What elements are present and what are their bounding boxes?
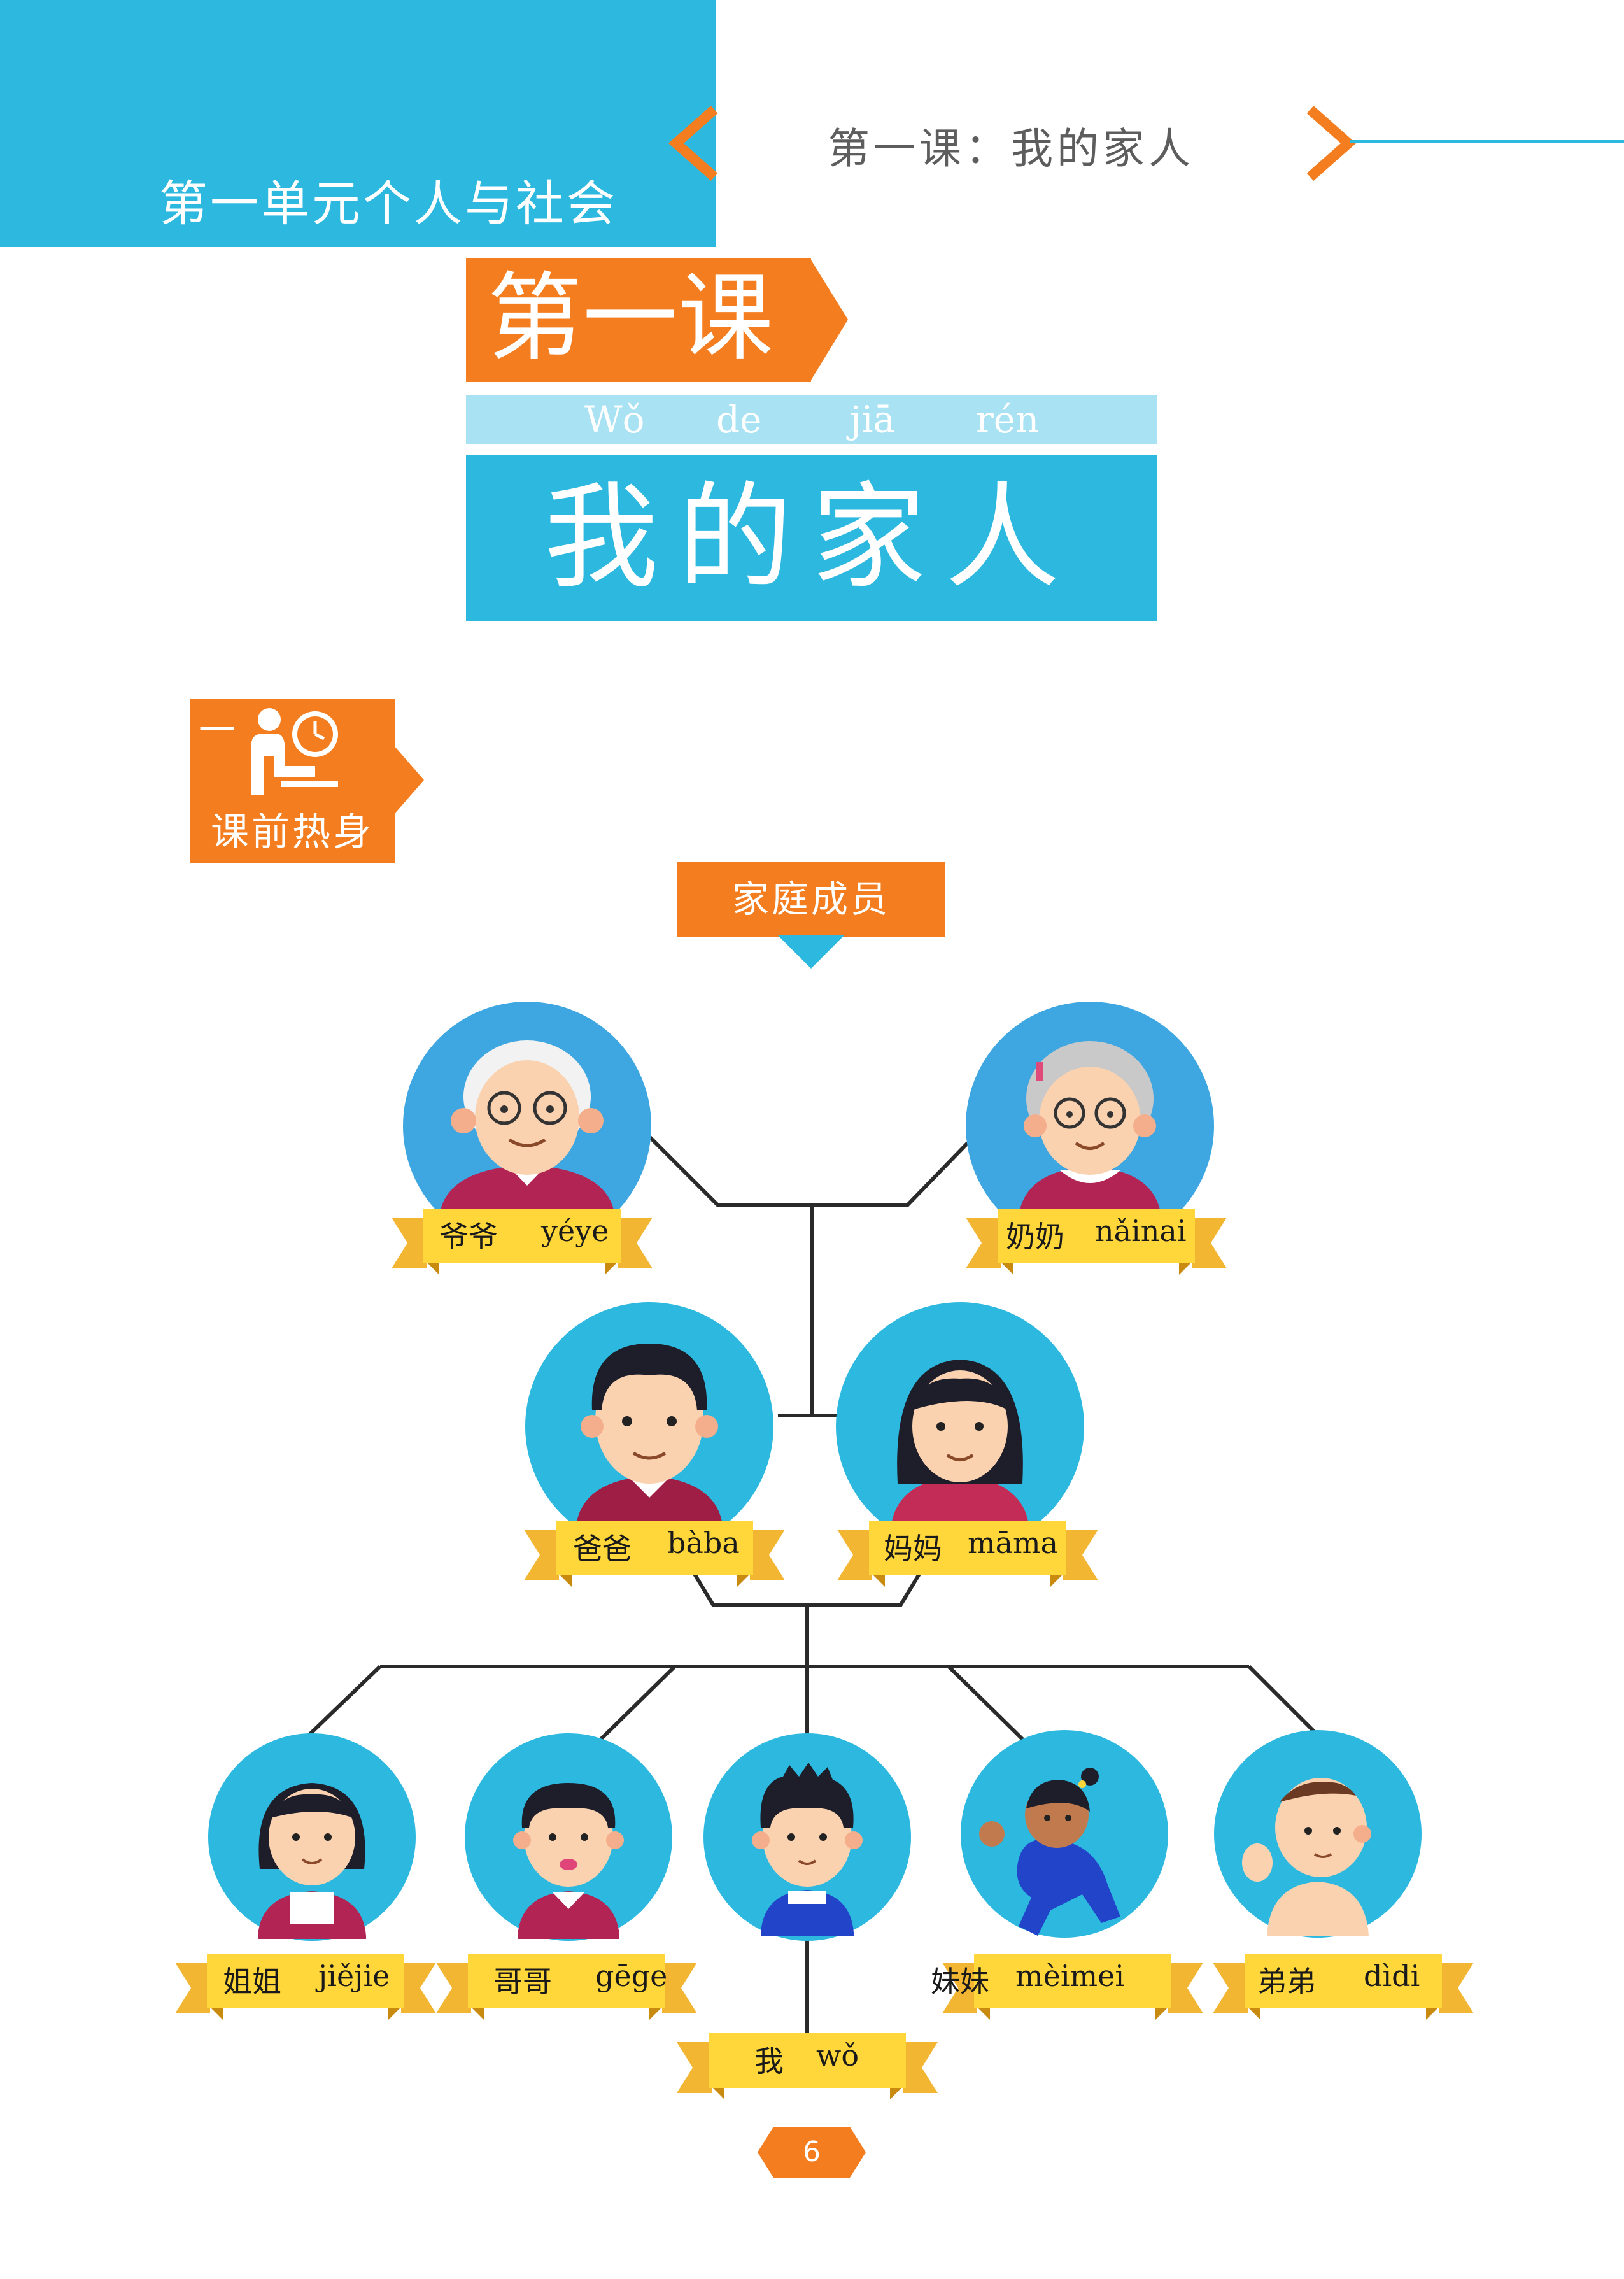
warmup-badge-arrow: [393, 745, 424, 815]
pinyin-syllable: rén: [976, 398, 1040, 441]
unit-banner: [0, 0, 716, 247]
member-yeye: [403, 1002, 651, 1250]
member-nainai: [966, 1002, 1214, 1250]
lesson-label: 第一课: [487, 263, 774, 374]
family-members-label: 家庭成员: [731, 877, 890, 921]
chevron-left-icon: [668, 106, 718, 181]
ribbon-label-pinyin: jiějie: [318, 1959, 390, 1993]
ribbon-label-pinyin: yéye: [541, 1214, 609, 1248]
lesson-title-box: [466, 455, 1157, 621]
ribbon-jiejie: [175, 1954, 436, 2020]
header-divider-line: [1350, 140, 1624, 143]
member-gege: [465, 1733, 672, 1941]
ribbon-label-hanzi: 奶奶: [1006, 1219, 1064, 1254]
ribbon-label-hanzi: 姐姐: [223, 1964, 281, 1999]
member-mama: [836, 1302, 1084, 1551]
warmup-number: 一: [199, 709, 236, 752]
member-wo: [703, 1733, 911, 1941]
member-jiejie: [208, 1733, 416, 1941]
member-baba: [525, 1302, 773, 1551]
warmup-label: 课前热身: [211, 810, 374, 855]
ribbon-label-pinyin: gēge: [595, 1959, 668, 1993]
page-number: 6: [803, 2136, 821, 2168]
ribbon-label-pinyin: dìdi: [1364, 1959, 1420, 1993]
ribbon-label-hanzi: 妹妹: [931, 1964, 989, 1999]
ribbon-label-pinyin: wǒ: [816, 2038, 859, 2073]
ribbon-label-hanzi: 爸爸: [573, 1531, 632, 1566]
ribbon-label-hanzi: 妈妈: [884, 1531, 942, 1566]
lesson-label-arrow: [810, 258, 848, 382]
pinyin-bar: [466, 395, 1157, 444]
page-number-badge: [758, 2127, 866, 2178]
person-writing-clock-icon: [251, 708, 338, 795]
member-didi: [1214, 1730, 1422, 1938]
chevron-right-icon: [1306, 106, 1357, 181]
lesson-title: 我的家人: [544, 471, 1079, 604]
ribbon-label-pinyin: māma: [968, 1526, 1059, 1560]
ribbon-label-pinyin: bàba: [667, 1526, 740, 1560]
ribbon-wo: [677, 2033, 938, 2099]
ribbon-label-pinyin: mèimei: [1015, 1959, 1125, 1993]
ribbon-label-hanzi: 弟弟: [1257, 1964, 1316, 1999]
unit-title: 第一单元个人与社会: [159, 175, 618, 232]
member-meimei: [961, 1730, 1168, 1938]
ribbon-didi: [1213, 1954, 1474, 2020]
ribbon-label-pinyin: nǎinai: [1095, 1214, 1187, 1248]
pinyin-syllable: de: [716, 398, 762, 441]
ribbon-label-hanzi: 爷爷: [439, 1219, 498, 1254]
pinyin-syllable: Wǒ: [584, 398, 645, 441]
ribbon-label-hanzi: 我: [754, 2044, 784, 2078]
lesson-header-text: 第一课：我的家人: [828, 124, 1194, 173]
pinyin-syllable: jiā: [850, 398, 896, 441]
ribbon-yeye: [392, 1209, 653, 1275]
ribbon-baba: [524, 1521, 785, 1587]
tree-connector-lines: [307, 1135, 1320, 2047]
lesson-label-box: [466, 258, 811, 382]
family-members-label-box: [677, 862, 945, 937]
label-pointer-triangle: [778, 935, 844, 969]
ribbon-label-hanzi: 哥哥: [493, 1964, 552, 1999]
